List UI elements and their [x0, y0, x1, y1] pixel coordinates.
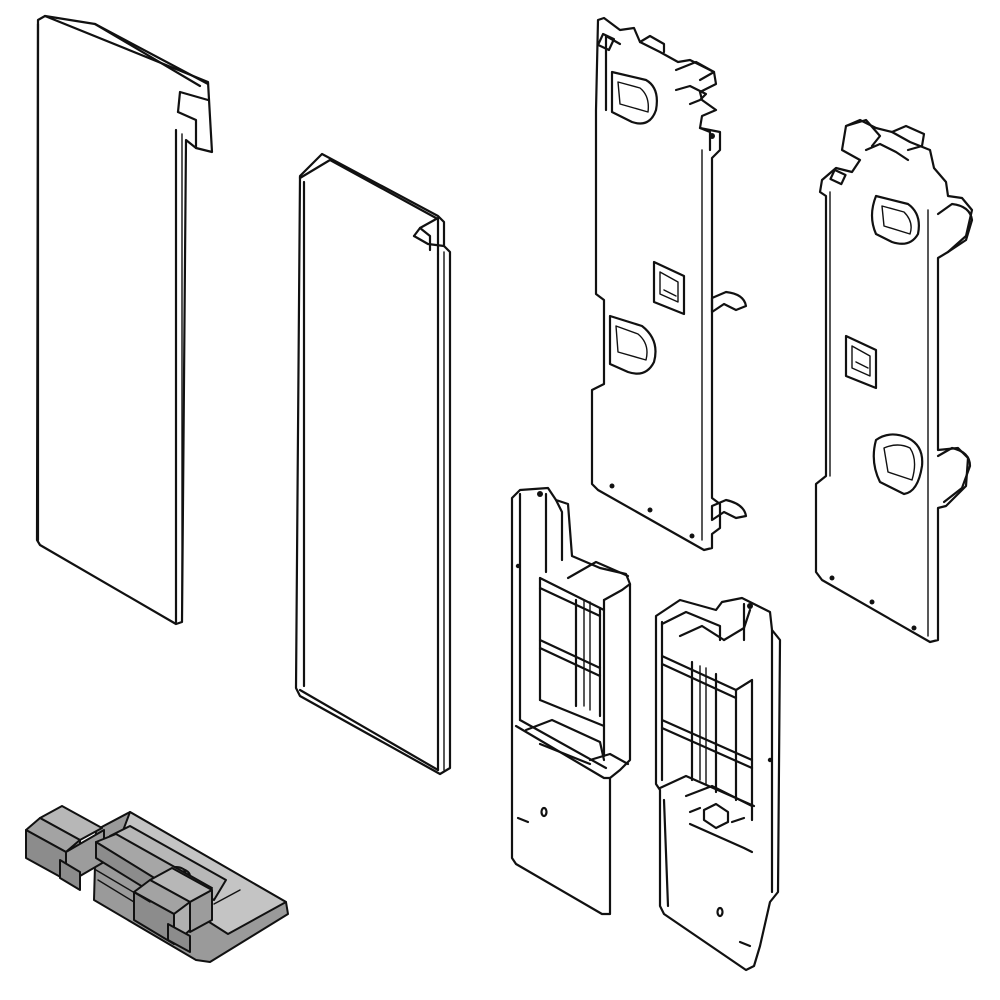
mounting-bracket-left [590, 16, 748, 552]
mounting-bracket-right [814, 118, 974, 644]
front-panel-right [294, 152, 452, 776]
side-connector-right [654, 596, 782, 972]
adjustment-clip [25, 805, 289, 963]
side-connector-left [510, 486, 632, 916]
front-panel-left [35, 14, 214, 626]
